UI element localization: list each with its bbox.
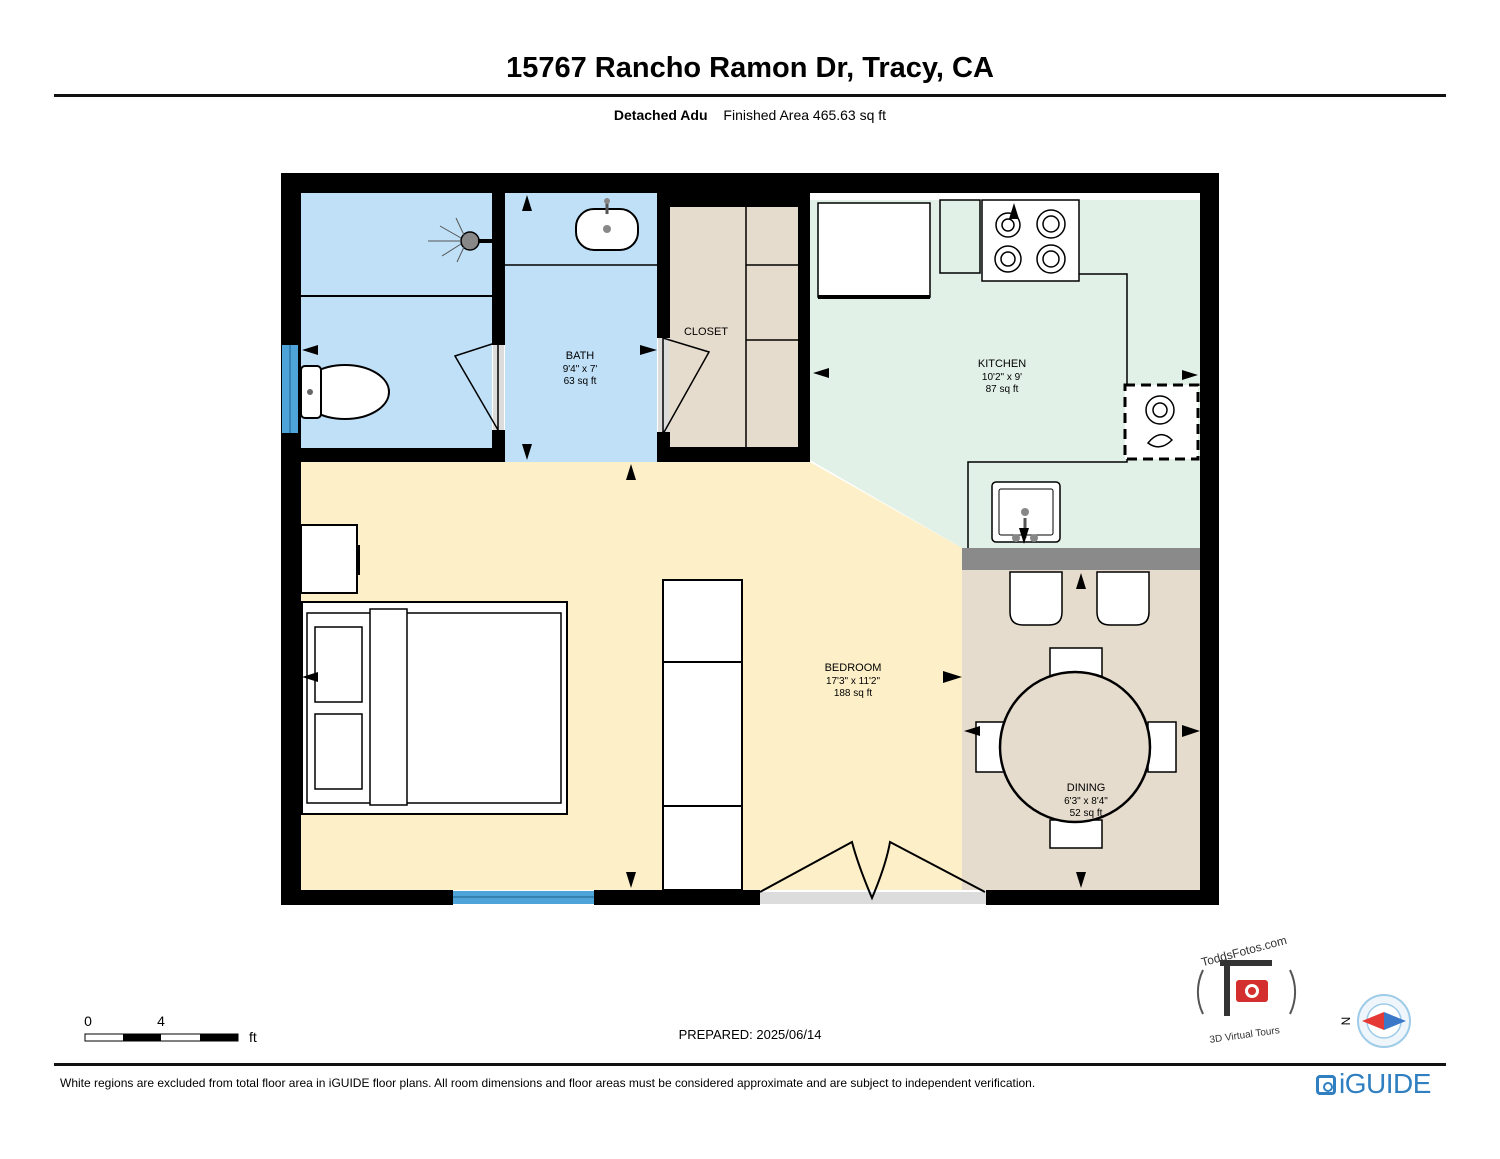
plan-subtitle: Detached Adu Finished Area 465.63 sq ft	[0, 107, 1500, 123]
counter-stool-icon	[1009, 571, 1150, 626]
closet-label: CLOSET	[684, 326, 728, 338]
pillow-icon	[314, 626, 363, 703]
camera-direction-arrows	[302, 195, 1200, 888]
shower-spray-icon	[428, 217, 465, 263]
kitchen-label: KITCHEN	[978, 358, 1026, 370]
wall-bath-south	[300, 448, 505, 462]
kitchen-island-counter	[962, 548, 1200, 570]
bedroom-label: BEDROOM	[825, 662, 882, 674]
dining-label: DINING	[1067, 782, 1106, 794]
bedroom-dimensions: 17'3" x 11'2"	[826, 676, 881, 687]
kitchen-area-text: 87 sq ft	[986, 384, 1019, 395]
wall-north	[281, 173, 1219, 193]
bedroom-area-text: 188 sq ft	[834, 688, 873, 699]
bath-label: BATH	[566, 350, 595, 362]
title-divider	[54, 94, 1446, 97]
dining-table-icon	[998, 670, 1152, 824]
stove-icon	[981, 199, 1080, 282]
compass-north-label: N	[1339, 1017, 1353, 1026]
dining-area-text: 52 sq ft	[1070, 808, 1103, 819]
iguide-logo-icon	[1316, 1075, 1336, 1095]
wall-east	[1200, 173, 1219, 905]
iguide-brand-text: iGUIDE	[1339, 1068, 1431, 1099]
wall-south-3	[986, 890, 1219, 905]
closet-door-swing-icon	[662, 336, 711, 437]
wall-bath-divider	[492, 193, 505, 345]
dining-dimensions: 6'3" x 8'4"	[1064, 796, 1108, 807]
entry-double-door-icon	[759, 840, 986, 901]
bath-dimensions: 9'4" x 7'	[563, 364, 598, 375]
scale-bar: 0 4 ft	[84, 1013, 257, 1045]
closet-area	[669, 207, 799, 447]
wall-west	[281, 173, 301, 905]
wall-south-1	[281, 890, 453, 905]
prepared-date: PREPARED: 2025/06/14	[678, 1027, 822, 1042]
compass-icon: N	[1339, 994, 1411, 1048]
scale-unit: ft	[249, 1029, 257, 1045]
pillow-icon	[314, 713, 363, 790]
bath-area-text: 63 sq ft	[564, 376, 597, 387]
scale-tick-0: 0	[84, 1013, 92, 1029]
scale-tick-2: 4	[157, 1013, 165, 1029]
wall-south-2	[594, 890, 760, 905]
building-name: Detached Adu	[613, 107, 708, 123]
wall-closet-east	[798, 193, 810, 462]
footer-divider	[54, 1063, 1446, 1066]
wall-closet-west	[657, 193, 670, 338]
nightstand-icon	[300, 524, 358, 594]
kitchen-counter-outline	[967, 273, 1128, 548]
disclaimer-text: White regions are excluded from total fl…	[60, 1076, 1036, 1090]
plan-title: 15767 Rancho Ramon Dr, Tracy, CA	[506, 52, 994, 84]
dresser-icon	[662, 579, 743, 891]
kitchen-dimensions: 10'2" x 9'	[982, 372, 1022, 383]
wall-closet-south	[657, 447, 810, 462]
bath-door-swing-icon	[453, 340, 499, 433]
refrigerator-icon	[817, 202, 931, 298]
finished-area: Finished Area 465.63 sq ft	[723, 107, 887, 123]
iguide-logo: iGUIDE	[1316, 1068, 1431, 1100]
